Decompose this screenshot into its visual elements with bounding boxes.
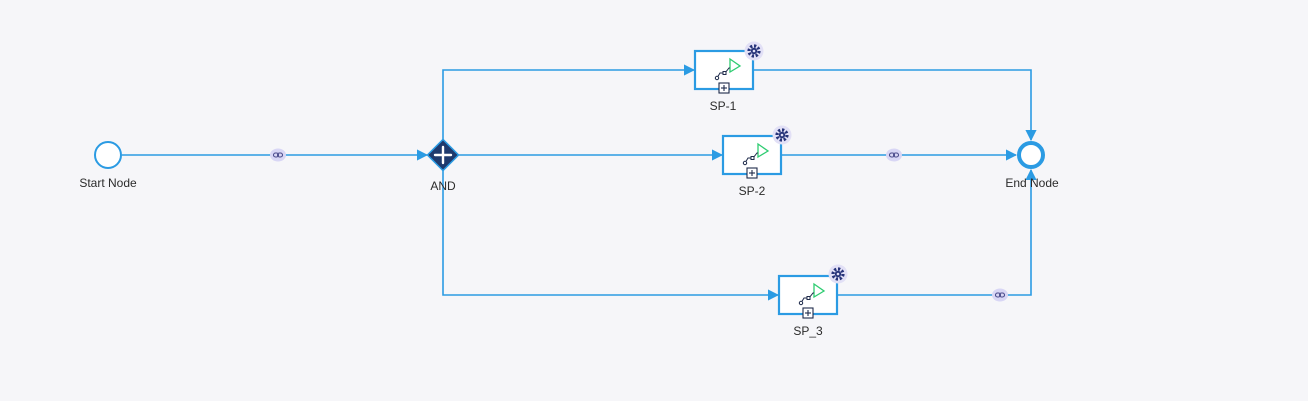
link-badge-start-and[interactable] [270,148,286,162]
edge-sp3-to-end[interactable] [837,168,1037,296]
gear-icon[interactable] [744,41,764,61]
sp1-label: SP-1 [709,99,737,113]
link-icon [994,292,1006,298]
connectors [122,64,1037,301]
start-node-label: Start Node [79,176,137,190]
edge-and-to-sp1[interactable] [442,64,696,140]
flag-icon [714,57,742,81]
plus-box-icon [718,82,730,94]
sp2-label: SP-2 [738,184,766,198]
end-node[interactable] [1017,141,1045,169]
edge-and-to-sp3[interactable] [442,170,780,301]
subprocess-sp1[interactable] [693,41,764,94]
link-badge-sp2-end[interactable] [886,148,902,162]
link-icon [272,152,284,158]
end-node-label: End Node [1005,176,1059,190]
edge-sp1-to-end[interactable] [753,69,1037,142]
subprocess-sp2[interactable] [721,125,792,179]
flag-icon [798,282,826,306]
gear-icon[interactable] [772,125,792,145]
plus-box-icon [802,307,814,319]
start-node[interactable] [94,141,122,169]
plus-icon [433,145,453,165]
gear-icon[interactable] [828,264,848,284]
subprocess-sp3[interactable] [777,264,848,319]
link-icon [888,152,900,158]
link-badge-sp3-end[interactable] [992,288,1008,302]
plus-box-icon [746,167,758,179]
and-gateway[interactable] [426,138,460,172]
flag-icon [742,142,770,166]
sp3-label: SP_3 [793,324,823,338]
and-gateway-label: AND [430,179,456,193]
